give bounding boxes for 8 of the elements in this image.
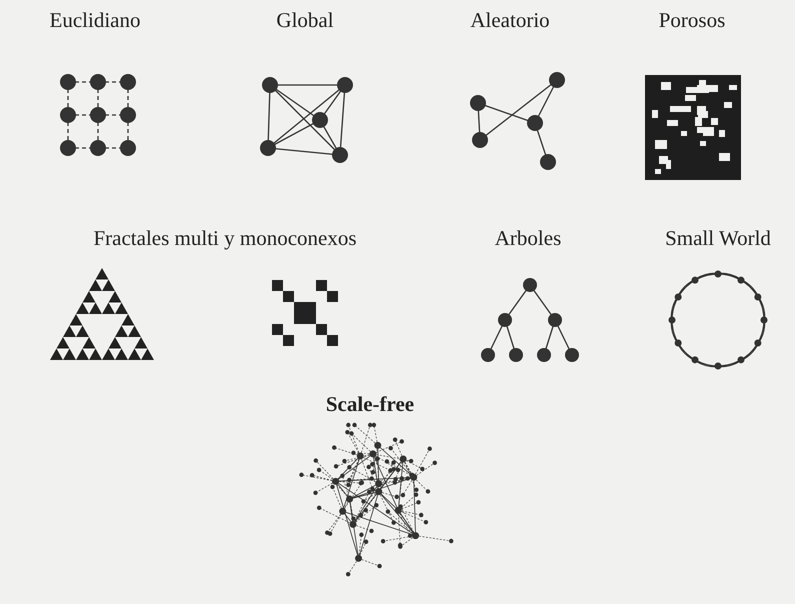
panel-title: Arboles	[494, 226, 562, 251]
panel-title: Euclidiano	[50, 8, 140, 33]
panel-title: Porosos	[658, 8, 726, 33]
panel-title: Global	[276, 8, 334, 33]
panel-title: Scale-free	[326, 392, 414, 417]
panel-title: Fractales multi y monoconexos	[93, 226, 357, 251]
panel-title: Small World	[665, 226, 771, 251]
panel-title: Aleatorio	[470, 8, 550, 33]
